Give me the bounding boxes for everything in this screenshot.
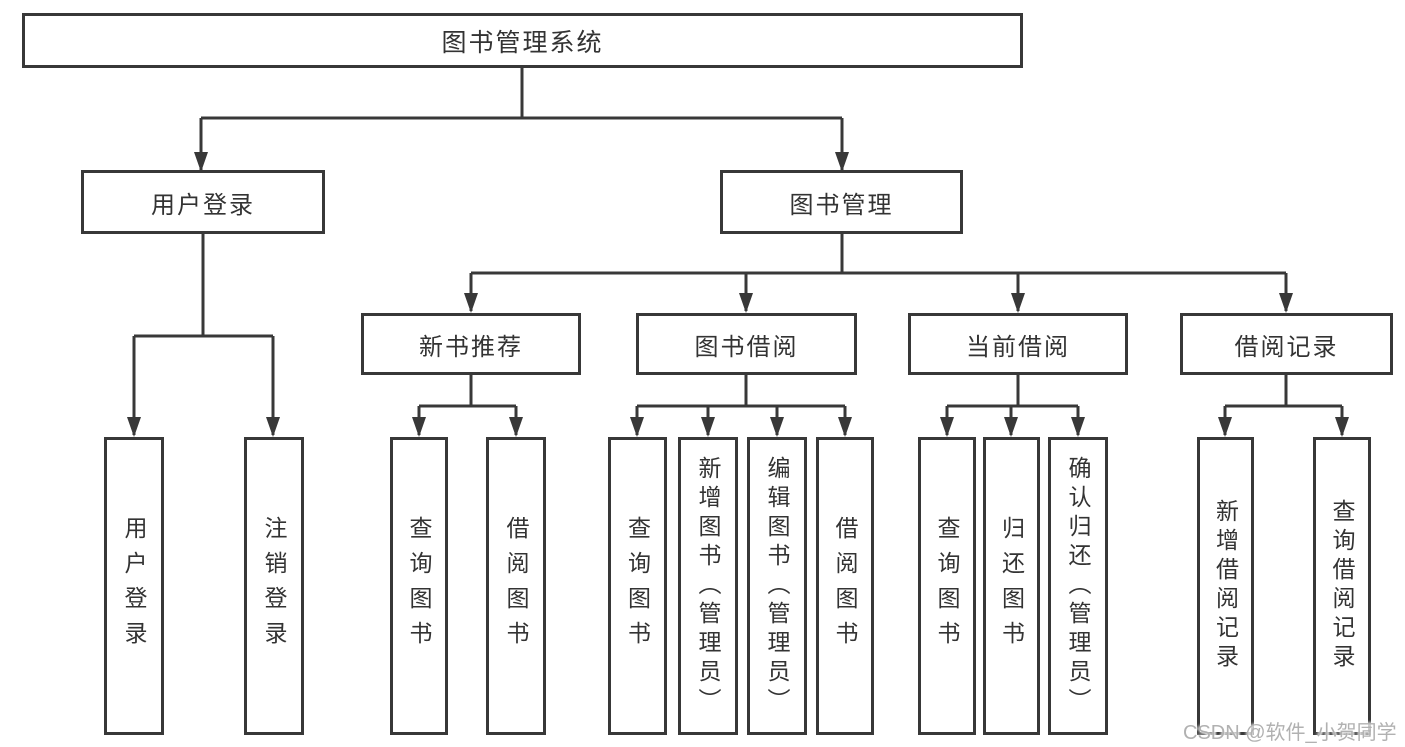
leaf-borrow-books-1: 借阅图书 xyxy=(486,437,546,735)
node-user-login: 用户登录 xyxy=(81,170,325,234)
leaf-label: 查询图书 xyxy=(934,516,960,656)
leaf-add-book-admin: 新增图书（管理员） xyxy=(678,437,738,735)
leaf-label: 查询图书 xyxy=(406,516,432,656)
leaf-label: 借阅图书 xyxy=(832,516,858,656)
leaf-label: 新增图书（管理员） xyxy=(695,455,721,717)
leaf-label: 注销登录 xyxy=(261,516,287,656)
leaf-label: 用户登录 xyxy=(121,516,147,656)
node-root: 图书管理系统 xyxy=(22,13,1023,68)
leaf-user-login: 用户登录 xyxy=(104,437,164,735)
leaf-label: 借阅图书 xyxy=(503,516,529,656)
leaf-query-books-3: 查询图书 xyxy=(918,437,976,735)
csdn-watermark: CSDN @软件_小贺同学 xyxy=(1183,722,1397,744)
node-current-borrow: 当前借阅 xyxy=(908,313,1128,375)
leaf-query-books-2: 查询图书 xyxy=(608,437,667,735)
leaf-confirm-return-admin: 确认归还（管理员） xyxy=(1048,437,1108,735)
leaf-query-borrow-record: 查询借阅记录 xyxy=(1313,437,1371,735)
leaf-edit-book-admin: 编辑图书（管理员） xyxy=(747,437,807,735)
leaf-label: 新增借阅记录 xyxy=(1212,499,1239,673)
node-book-borrow: 图书借阅 xyxy=(636,313,857,375)
leaf-add-borrow-record: 新增借阅记录 xyxy=(1197,437,1254,735)
node-borrow-records: 借阅记录 xyxy=(1180,313,1393,375)
leaf-logout: 注销登录 xyxy=(244,437,304,735)
node-book-management: 图书管理 xyxy=(720,170,963,234)
leaf-label: 确认归还（管理员） xyxy=(1065,455,1091,717)
node-new-book-recommend: 新书推荐 xyxy=(361,313,581,375)
leaf-return-book: 归还图书 xyxy=(983,437,1040,735)
leaf-query-books-1: 查询图书 xyxy=(390,437,448,735)
leaf-label: 查询借阅记录 xyxy=(1329,499,1355,673)
leaf-label: 编辑图书（管理员） xyxy=(764,455,790,717)
leaf-label: 归还图书 xyxy=(998,516,1025,656)
leaf-label: 查询图书 xyxy=(624,516,651,656)
leaf-borrow-books-2: 借阅图书 xyxy=(816,437,874,735)
